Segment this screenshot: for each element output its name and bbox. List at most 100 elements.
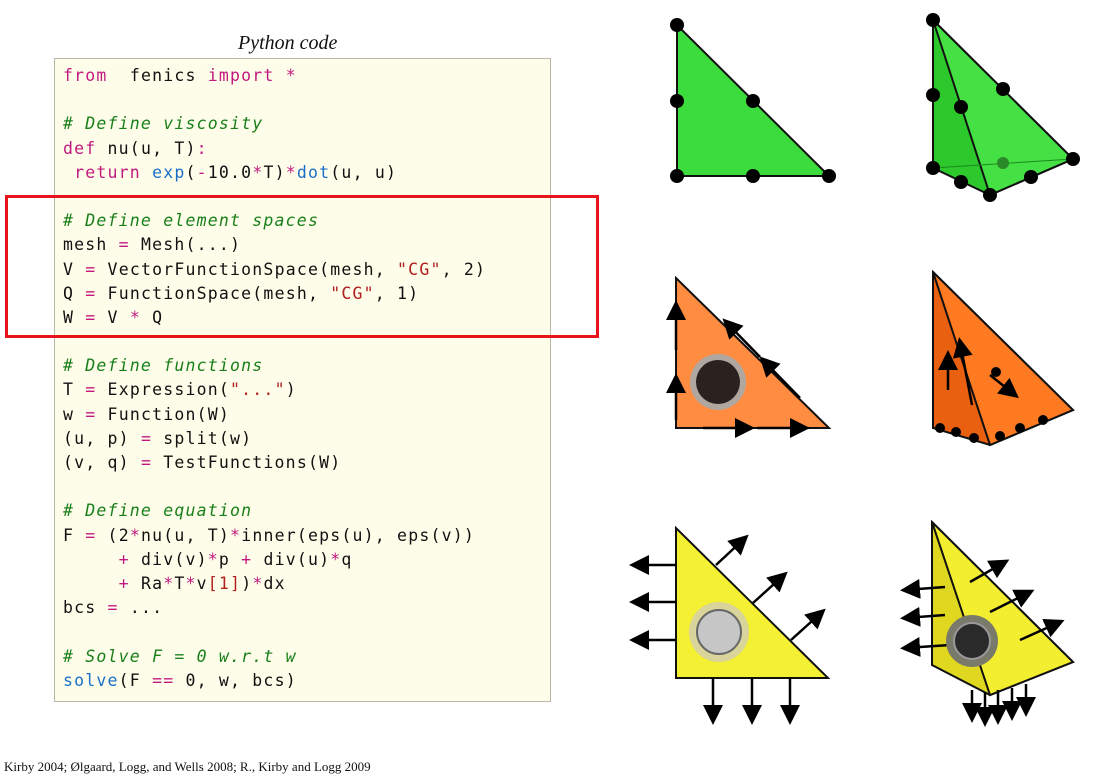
code-token: W: [63, 307, 86, 327]
code-line: # Define viscosity: [63, 112, 486, 136]
code-line: V = VectorFunctionSpace(mesh, "CG", 2): [63, 258, 486, 282]
code-token: p: [218, 549, 242, 569]
code-token: [1]: [207, 573, 242, 593]
lagrange-triangle: [670, 18, 836, 183]
code-token: def: [63, 138, 97, 158]
code-token: =: [85, 259, 97, 279]
code-line: (v, q) = TestFunctions(W): [63, 451, 486, 475]
nedelec-tetrahedron: [932, 269, 1075, 447]
code-token: bcs: [63, 598, 108, 618]
raviart-thomas-tetrahedron: [900, 519, 1075, 727]
code-token: , 1): [374, 283, 420, 303]
code-line: [63, 475, 486, 499]
code-token: split(w): [152, 428, 253, 448]
code-token: div(v): [129, 549, 208, 569]
code-token: +: [241, 549, 253, 569]
code-token: 0, w, bcs): [174, 670, 297, 690]
code-token: *: [129, 307, 141, 327]
code-token: return: [74, 162, 141, 182]
code-line: + div(v)*p + div(u)*q: [63, 548, 486, 572]
code-token: 10.0: [207, 162, 253, 182]
highlight-box: [5, 195, 599, 338]
code-token: =: [107, 598, 119, 618]
code-token: =: [118, 235, 130, 255]
code-token: w: [63, 404, 86, 424]
code-token: =: [85, 404, 97, 424]
code-token: fenics: [107, 66, 208, 85]
code-token: =: [85, 525, 97, 545]
code-token: T: [174, 573, 186, 593]
code-token: *: [252, 162, 264, 182]
code-line: # Define equation: [63, 499, 486, 523]
code-token: V: [96, 307, 130, 327]
code-line: w = Function(W): [63, 403, 486, 427]
code-token: Mesh(...): [129, 235, 242, 255]
code-token: # Define equation: [63, 501, 253, 521]
code-line: # Solve F = 0 w.r.t w: [63, 645, 486, 669]
code-token: inner(eps(u), eps(v)): [241, 525, 475, 545]
code-token: ...: [118, 598, 164, 618]
code-token: v: [196, 573, 208, 593]
nedelec-triangle: [666, 275, 832, 438]
code-line: # Define element spaces: [63, 209, 486, 233]
code-token: V: [63, 259, 86, 279]
code-token: T: [63, 380, 86, 400]
code-token: *: [185, 573, 197, 593]
code-token: nu(u, T): [140, 525, 231, 545]
code-token: *: [230, 525, 242, 545]
code-line: T = Expression("..."): [63, 378, 486, 402]
code-line: bcs = ...: [63, 596, 486, 620]
code-token: *: [129, 525, 141, 545]
code-line: mesh = Mesh(...): [63, 233, 486, 257]
finite-element-figures: [629, 13, 1080, 727]
code-token: "CG": [397, 259, 442, 279]
code-token: dot: [296, 162, 331, 182]
code-token: ==: [152, 670, 175, 690]
code-token: =: [140, 453, 153, 472]
code-token: , 2): [441, 259, 487, 279]
code-line: [63, 620, 486, 644]
code-token: *: [163, 573, 175, 593]
code-token: Q: [140, 307, 164, 327]
code-token: solve: [63, 670, 119, 690]
code-line: [63, 88, 486, 112]
code-token: *: [330, 549, 342, 569]
code-token: ): [285, 380, 297, 400]
code-token: [63, 550, 119, 569]
code-token: VectorFunctionSpace(mesh,: [96, 259, 398, 279]
code-token: import: [207, 66, 275, 85]
code-token: nu(u, T): [96, 138, 197, 158]
code-listing-box: [54, 58, 551, 702]
code-token: # Define element spaces: [63, 211, 320, 231]
code-token: =: [140, 428, 153, 448]
code-token: =: [85, 283, 97, 303]
code-token: Expression(: [96, 380, 231, 400]
code-token: mesh: [63, 235, 119, 255]
code-token: "CG": [330, 283, 375, 303]
code-token: (F: [118, 670, 153, 690]
code-token: Ra: [129, 573, 164, 593]
raviart-thomas-triangle: [629, 525, 831, 725]
code-line: W = V * Q: [63, 306, 486, 330]
code-line: # Define functions: [63, 354, 486, 378]
code-line: Q = FunctionSpace(mesh, "CG", 1): [63, 282, 486, 306]
code-token: -: [196, 162, 208, 182]
code-token: T): [263, 162, 286, 182]
code-line: (u, p) = split(w): [63, 427, 486, 451]
citation: Kirby 2004; Ølgaard, Logg, and Wells 200…: [4, 759, 371, 774]
code-token: =: [85, 380, 97, 400]
code-token: (v, q): [63, 453, 141, 472]
code-token: "...": [230, 380, 286, 400]
code-token: ): [241, 573, 253, 593]
code-token: (u, p): [63, 428, 141, 448]
code-token: dx: [263, 573, 286, 593]
code-token: =: [85, 307, 97, 327]
code-token: F: [63, 525, 86, 545]
code-token: # Define viscosity: [63, 114, 264, 134]
code-token: Q: [63, 283, 86, 303]
code-token: # Solve F = 0 w.r.t w: [63, 646, 297, 666]
code-line: solve(F == 0, w, bcs): [63, 669, 486, 693]
code-caption: Python code: [238, 32, 338, 54]
code-token: TestFunctions(W): [152, 453, 342, 472]
